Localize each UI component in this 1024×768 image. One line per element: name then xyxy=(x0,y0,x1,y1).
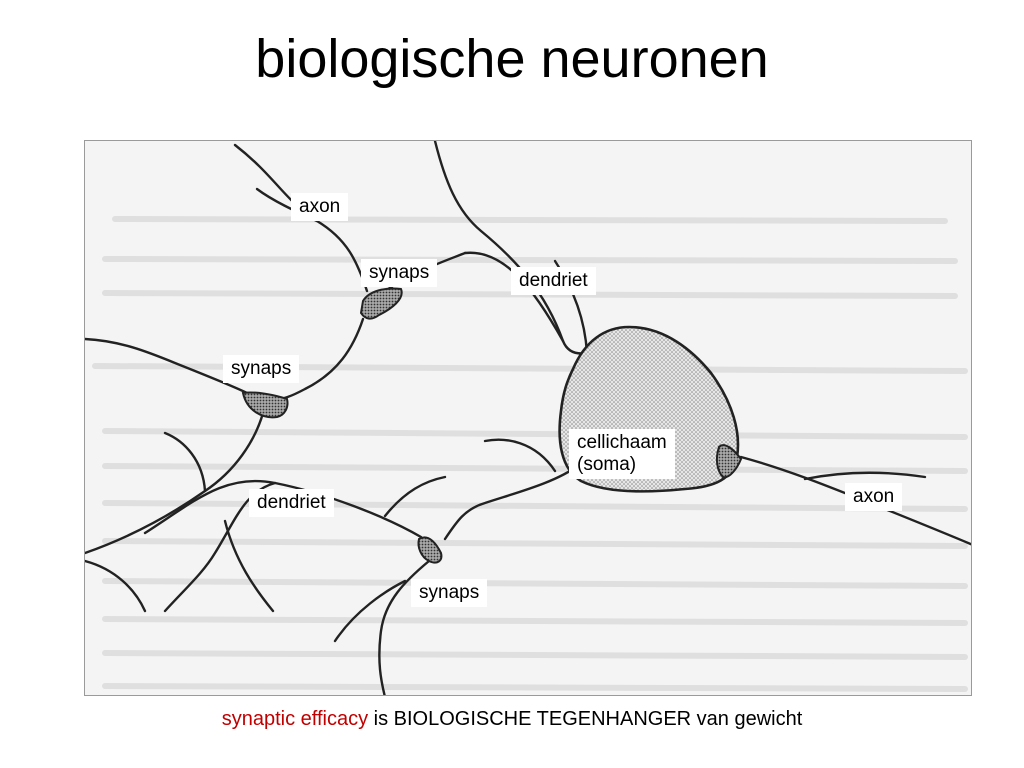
background-texture xyxy=(92,216,968,692)
synapse-upper xyxy=(359,287,403,320)
label-dendriet-bottom: dendriet xyxy=(249,489,334,517)
page-title: biologische neuronen xyxy=(255,29,769,89)
synapse-lower xyxy=(417,536,443,564)
label-synaps-left: synaps xyxy=(223,355,300,383)
neuron-drawing xyxy=(85,141,971,695)
label-cellichaam-line1: cellichaam xyxy=(577,432,667,453)
label-cellichaam: cellichaam (soma) xyxy=(569,429,675,479)
neuron-branches xyxy=(85,141,971,695)
synapse-shapes xyxy=(241,287,743,564)
neuron-diagram: axon synaps dendriet synaps cellichaam (… xyxy=(84,140,972,696)
label-dendriet-top: dendriet xyxy=(511,267,596,295)
caption: synaptic efficacy is BIOLOGISCHE TEGENHA… xyxy=(0,708,1024,731)
synapse-axon-hillock xyxy=(715,444,743,479)
caption-rest: is BIOLOGISCHE TEGENHANGER van gewicht xyxy=(368,708,803,730)
label-synaps-bottom: synaps xyxy=(411,579,488,607)
label-axon-right: axon xyxy=(845,483,903,511)
label-synaps-top: synaps xyxy=(361,259,438,287)
label-cellichaam-line2: (soma) xyxy=(577,454,637,475)
label-axon-top: axon xyxy=(291,193,349,221)
synapse-left xyxy=(241,391,289,419)
caption-highlight: synaptic efficacy xyxy=(221,708,369,730)
